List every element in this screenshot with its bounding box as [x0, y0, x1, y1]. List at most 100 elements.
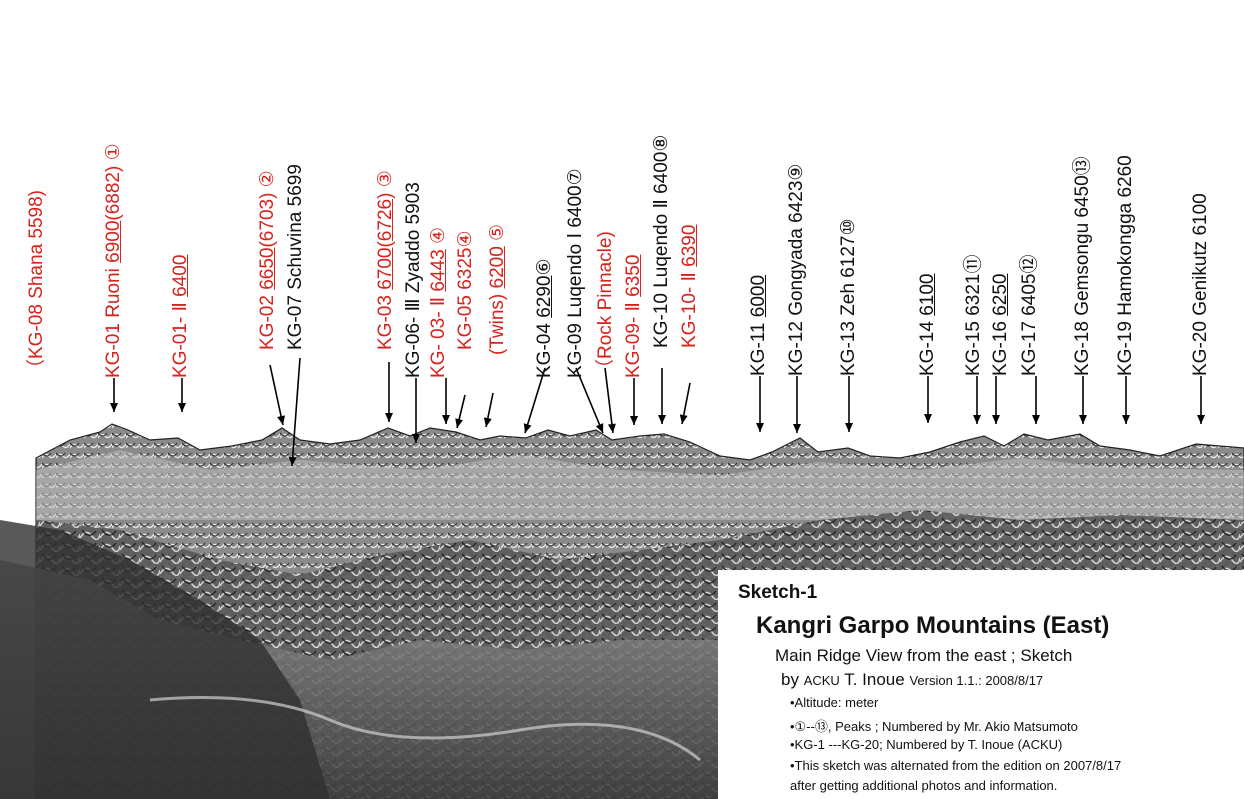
- peak-label-kg15: KG-15 6321⑪: [963, 255, 985, 376]
- peak-label-part: KG-07 Schuvina 5699: [285, 164, 306, 350]
- arrowhead-kg15: [973, 415, 981, 424]
- peak-label-part: 6350: [623, 255, 644, 297]
- peak-label-part: KG-17 6405⑫: [1019, 255, 1040, 376]
- peak-label-part: 6200: [487, 246, 508, 288]
- peak-label-part: (6703) ②: [257, 170, 278, 247]
- peak-label-part: KG-20 Genikutz 6100: [1190, 193, 1211, 376]
- peak-label-kg09: KG-09 Luqendo Ⅰ 6400⑦: [565, 168, 587, 378]
- peak-label-part: （Rock Pinnacle): [595, 231, 616, 378]
- peak-label-part: (: [375, 241, 396, 247]
- peak-label-part: ⑤: [487, 224, 508, 246]
- peak-label-part: KG-03: [375, 290, 396, 350]
- arrowhead-kg14: [924, 414, 932, 423]
- peak-label-part: 6400: [170, 255, 191, 297]
- peak-label-rock: （Rock Pinnacle): [595, 231, 617, 378]
- arrowhead-kg20: [1197, 415, 1205, 424]
- peak-label-part: 6100: [917, 274, 938, 316]
- peak-label-part: KG-19 Hamokongga 6260: [1115, 155, 1136, 376]
- peak-label-part: KG-09- Ⅱ: [623, 297, 644, 378]
- peak-label-part: KG-10 Luqendo Ⅱ 6400⑧: [651, 135, 672, 348]
- arrowhead-kg11: [756, 423, 764, 432]
- peak-label-kg02: KG-02 6650(6703) ②: [257, 170, 279, 350]
- arrowhead-kg13: [845, 423, 853, 432]
- arrowhead-twins: [484, 417, 492, 427]
- legend-note-altitude: •Altitude: meter: [790, 695, 878, 710]
- peak-label-kg19: KG-19 Hamokongga 6260: [1115, 155, 1137, 376]
- peak-label-kg14: KG-14 6100: [917, 274, 939, 376]
- arrowhead-kg01: [110, 403, 118, 412]
- peak-label-part: 6000: [748, 275, 769, 317]
- legend-version: Version 1.1.: 2008/8/17: [909, 673, 1043, 688]
- peak-label-part: 6650: [257, 248, 278, 290]
- legend-author-line: by ACKU T. Inoue Version 1.1.: 2008/8/17: [781, 670, 1043, 690]
- peak-label-kg10ii: KG-10- Ⅱ 6390: [679, 225, 701, 348]
- peak-label-part: 6900: [103, 221, 124, 263]
- legend-by-prefix: by: [781, 670, 804, 689]
- peak-label-kg03ii: KG- 03- Ⅱ 6443 ④: [428, 227, 450, 378]
- peak-label-kg05: KG-05 6325④: [455, 231, 477, 351]
- arrowhead-kg01ii: [178, 403, 186, 412]
- arrowhead-kg05: [455, 418, 463, 428]
- arrowhead-kg18: [1079, 415, 1087, 424]
- peak-label-part: KG-18 Gemsongu 6450⑬: [1072, 156, 1093, 376]
- peak-label-twins: (Twins) 6200 ⑤: [487, 224, 509, 355]
- peak-label-part: KG-16: [990, 316, 1011, 376]
- peak-label-part: KG-12 Gongyada 6423⑨: [786, 164, 807, 376]
- arrowhead-kg19: [1122, 415, 1130, 424]
- legend-box: Sketch-1 Kangri Garpo Mountains (East) M…: [718, 570, 1244, 799]
- arrowhead-kg12: [793, 424, 801, 433]
- peak-label-kg16: KG-16 6250: [990, 274, 1012, 376]
- legend-note-additional: after getting additional photos and info…: [790, 778, 1057, 793]
- peak-label-part: KG-09 Luqendo Ⅰ 6400⑦: [565, 168, 586, 378]
- arrowhead-kg04: [524, 423, 532, 433]
- peak-label-part: KG-01 Ruoni: [103, 263, 124, 378]
- legend-note-peaks: •①--⑬, Peaks ; Numbered by Mr. Akio Mats…: [790, 716, 1078, 735]
- arrowhead-kg03: [385, 413, 393, 422]
- peak-label-kg12: KG-12 Gongyada 6423⑨: [786, 164, 808, 376]
- peak-label-part: 6726: [375, 199, 396, 241]
- arrowhead-kg02: [277, 415, 285, 425]
- peak-label-part: ④: [428, 227, 449, 249]
- peak-label-kg01ii: KG-01- Ⅱ 6400: [170, 255, 192, 378]
- peak-label-part: KG-13 Zeh 6127⑩: [838, 218, 859, 376]
- peak-label-kg08: （KG-08 Shana 5598): [26, 190, 48, 378]
- peak-label-part: ⑥: [534, 258, 555, 275]
- arrowhead-kg10: [658, 415, 666, 424]
- legend-note-numbering: •KG-1 ---KG-20; Numbered by T. Inoue (AC…: [790, 737, 1062, 752]
- peak-label-part: 6250: [990, 274, 1011, 316]
- peak-label-kg11: KG-11 6000: [748, 275, 770, 376]
- peak-label-part: (Twins): [487, 289, 508, 356]
- peak-label-part: KG-04: [534, 318, 555, 378]
- peak-label-part: 6443: [428, 249, 449, 291]
- legend-club: ACKU: [804, 673, 840, 688]
- peak-label-part: ) ③: [375, 170, 396, 199]
- peak-label-part: （KG-08 Shana 5598): [26, 190, 47, 378]
- peak-label-kg06: KG-06- Ⅲ Zyaddo 5903: [403, 182, 425, 378]
- arrowhead-kg10ii: [680, 414, 688, 424]
- peak-label-kg10: KG-10 Luqendo Ⅱ 6400⑧: [651, 135, 673, 348]
- arrowhead-rock: [608, 424, 616, 433]
- peak-label-part: KG-10- Ⅱ: [679, 267, 700, 348]
- peak-label-kg18: KG-18 Gemsongu 6450⑬: [1072, 156, 1094, 376]
- peak-label-kg01: KG-01 Ruoni 6900(6882) ①: [103, 143, 125, 378]
- peak-label-part: 6290: [534, 276, 555, 318]
- arrowhead-kg03ii: [442, 415, 450, 424]
- peak-label-part: 6700: [375, 248, 396, 290]
- peak-label-kg03: KG-03 6700(6726) ③: [375, 170, 397, 350]
- arrowhead-kg16: [992, 415, 1000, 424]
- peak-label-part: KG-11: [748, 317, 769, 376]
- legend-mountain-name: Kangri Garpo Mountains (East): [756, 612, 1109, 640]
- peak-label-kg17: KG-17 6405⑫: [1019, 255, 1041, 376]
- legend-subtitle: Main Ridge View from the east ; Sketch: [775, 646, 1072, 666]
- arrow-kg02: [270, 365, 283, 425]
- peak-label-part: KG-15 6321⑪: [963, 255, 984, 376]
- peak-label-kg07: KG-07 Schuvina 5699: [285, 164, 307, 350]
- peak-label-part: KG- 03- Ⅱ: [428, 292, 449, 378]
- peak-label-kg20: KG-20 Genikutz 6100: [1190, 193, 1212, 376]
- peak-label-part: KG-02: [257, 290, 278, 350]
- peak-label-kg09ii: KG-09- Ⅱ 6350: [623, 255, 645, 378]
- peak-label-part: (6882) ①: [103, 143, 124, 220]
- peak-label-part: KG-05 6325④: [455, 231, 476, 351]
- peak-label-kg13: KG-13 Zeh 6127⑩: [838, 218, 860, 376]
- peak-label-part: KG-01- Ⅱ: [170, 297, 191, 378]
